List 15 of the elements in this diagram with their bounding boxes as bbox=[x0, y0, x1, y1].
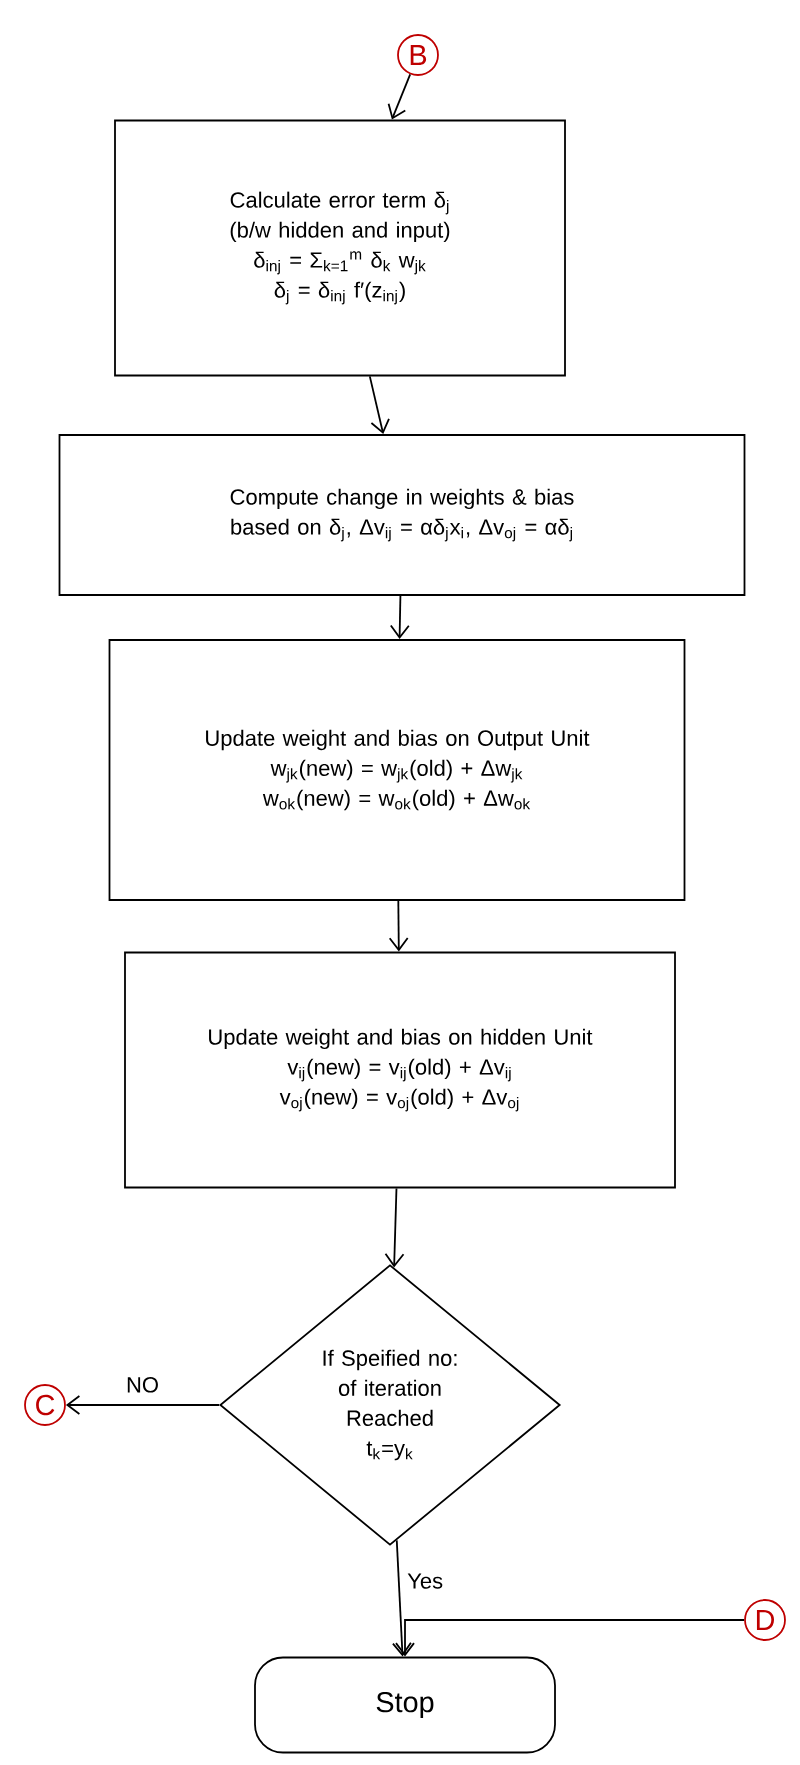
arrow bbox=[388, 900, 409, 952]
edge-label: Yes bbox=[405, 1571, 446, 1591]
process-box: Calculate error term δ$_{j}$ (b/w hidden and input) δ$_{inj}$ = Σ$_{k=1}$$^{m}$ δ$_{k}$ w$_{jk}$ δ$_{j}$ = δ$_{inj}$ f′(z$_{inj}$) bbox=[114, 119, 566, 377]
arrow bbox=[65, 1395, 220, 1415]
arrow bbox=[389, 595, 410, 640]
edge-label: NO bbox=[124, 1375, 161, 1395]
arrow bbox=[368, 375, 390, 435]
arrow bbox=[387, 73, 412, 120]
arrow bbox=[395, 1619, 745, 1657]
process-box: Compute change in weights & bias based on δ$_{j}$, Δv$_{ij}$ = αδ$_{j}$x$_{i}$, Δv$_{oj}$ = αδ$_{j}$ bbox=[58, 434, 746, 596]
arrow bbox=[392, 1539, 412, 1657]
terminal-box: Stop bbox=[254, 1656, 556, 1754]
process-box: Update weight and bias on Output Unit w$_{jk}$(new) = w$_{jk}$(old) + Δw$_{jk}$ w$_{ok}$(new) = w$_{ok}$(old) + Δw$_{ok}$ bbox=[108, 639, 686, 901]
arrow bbox=[384, 1187, 405, 1268]
process-box: Update weight and bias on hidden Unit v$_{ij}$(new) = v$_{ij}$(old) + Δv$_{ij}$ v$_{oj}$(new) = v$_{oj}$(old) + Δv$_{oj}$ bbox=[124, 951, 676, 1189]
